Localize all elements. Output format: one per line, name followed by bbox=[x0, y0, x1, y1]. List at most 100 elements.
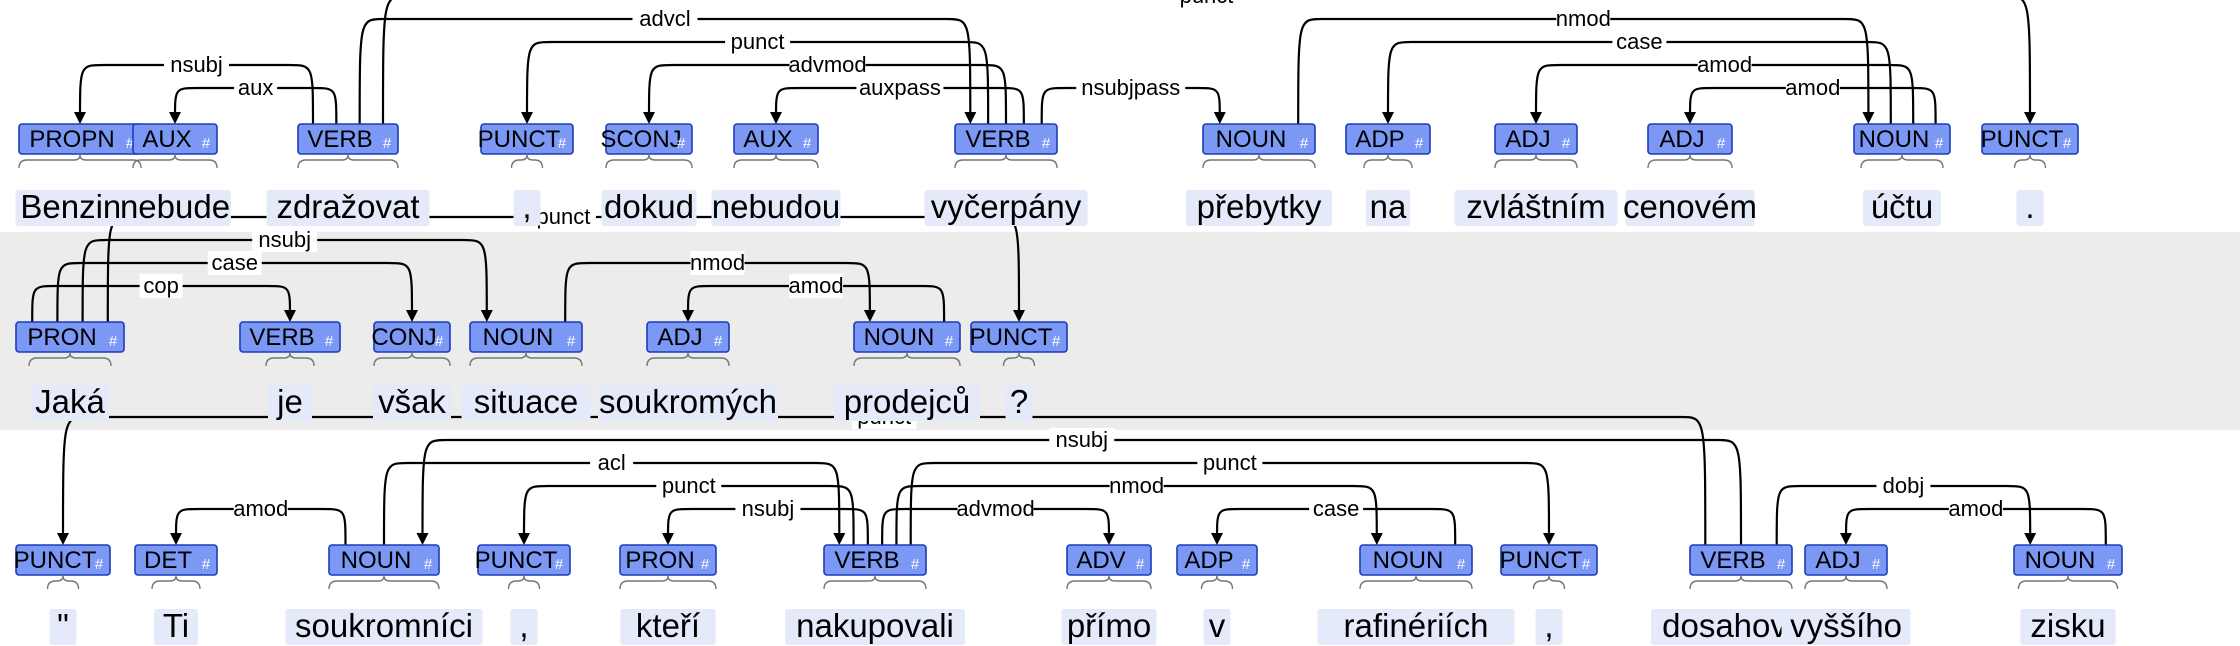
pos-tag-box[interactable] bbox=[954, 123, 1058, 155]
token-word[interactable]: rafinériích bbox=[1344, 607, 1489, 644]
arc-label-advmod: advmod bbox=[956, 496, 1034, 521]
token-word[interactable]: prodejců bbox=[844, 383, 971, 420]
arc-arrowhead bbox=[2024, 112, 2036, 124]
arc-label-advcl: advcl bbox=[639, 6, 690, 31]
arc-label-nmod: nmod bbox=[1556, 6, 1611, 31]
pos-tag-box[interactable] bbox=[1500, 544, 1598, 576]
token-0-12: PUNCT#. bbox=[1981, 123, 2079, 226]
pos-tag-box[interactable] bbox=[328, 544, 440, 576]
token-word[interactable]: však bbox=[378, 383, 446, 420]
pos-tag-label: VERB bbox=[307, 126, 372, 153]
word-highlight bbox=[461, 385, 591, 421]
token-word[interactable]: vyššího bbox=[1790, 607, 1902, 644]
pos-tag-box[interactable] bbox=[2013, 544, 2123, 576]
token-word[interactable]: je bbox=[276, 383, 303, 420]
word-highlight bbox=[119, 190, 231, 226]
arc-arrowhead bbox=[643, 112, 655, 124]
arc-label-background bbox=[632, 7, 698, 31]
arc-arrowhead bbox=[480, 310, 493, 322]
pos-tag-box[interactable] bbox=[733, 123, 819, 155]
pos-tag-box[interactable] bbox=[1853, 123, 1951, 155]
pos-tag-box[interactable] bbox=[469, 321, 583, 353]
pos-tag-box[interactable] bbox=[15, 321, 125, 353]
pos-tag-box[interactable] bbox=[132, 123, 218, 155]
pos-tag-box[interactable] bbox=[1176, 544, 1258, 576]
pos-tag-box[interactable] bbox=[1804, 544, 1888, 576]
token-word[interactable]: nebudou bbox=[712, 188, 840, 225]
token-word[interactable]: zdražovat bbox=[276, 188, 419, 225]
token-word[interactable]: v bbox=[1209, 607, 1226, 644]
pos-tag-box[interactable] bbox=[1981, 123, 2079, 155]
arc-label-case: case bbox=[211, 250, 257, 275]
arc-label-advmod: advmod bbox=[788, 52, 866, 77]
pos-tag-box[interactable] bbox=[297, 123, 399, 155]
arc-label-background bbox=[789, 274, 844, 298]
pos-tag-box[interactable] bbox=[1494, 123, 1578, 155]
token-brace bbox=[1689, 575, 1793, 590]
pos-tag-box[interactable] bbox=[477, 544, 571, 576]
token-word[interactable]: situace bbox=[474, 383, 579, 420]
token-word[interactable]: na bbox=[1370, 188, 1407, 225]
token-word[interactable]: , bbox=[519, 607, 528, 644]
token-word[interactable]: přímo bbox=[1067, 607, 1151, 644]
tag-hash-icon: # bbox=[1242, 556, 1251, 573]
word-highlight bbox=[834, 385, 980, 421]
token-0-1: AUX#nebude bbox=[119, 123, 231, 226]
pos-tag-box[interactable] bbox=[970, 321, 1068, 353]
token-word[interactable]: dokud bbox=[604, 188, 694, 225]
pos-tag-box[interactable] bbox=[646, 321, 730, 353]
token-word[interactable]: nakupovali bbox=[796, 607, 954, 644]
pos-tag-box[interactable] bbox=[823, 544, 927, 576]
pos-tag-label: PROPN bbox=[29, 126, 114, 153]
token-word[interactable]: nebude bbox=[120, 188, 230, 225]
token-word[interactable]: přebytky bbox=[1197, 188, 1322, 225]
token-word[interactable]: kteří bbox=[636, 607, 700, 644]
token-word[interactable]: soukromníci bbox=[295, 607, 473, 644]
token-word[interactable]: zvláštním bbox=[1466, 188, 1605, 225]
token-brace bbox=[733, 154, 819, 169]
arc-label-background bbox=[957, 497, 1034, 521]
token-word[interactable]: , bbox=[1544, 607, 1553, 644]
pos-tag-label: VERB bbox=[1700, 547, 1765, 574]
token-word[interactable]: soukromých bbox=[599, 383, 777, 420]
pos-tag-box[interactable] bbox=[1066, 544, 1152, 576]
token-brace bbox=[46, 575, 80, 590]
pos-tag-box[interactable] bbox=[1345, 123, 1431, 155]
pos-tag-box[interactable] bbox=[239, 321, 341, 353]
token-word[interactable]: . bbox=[2025, 188, 2034, 225]
dependency-arc bbox=[56, 261, 414, 323]
token-word[interactable]: zisku bbox=[2030, 607, 2105, 644]
arc-label-acl: acl bbox=[598, 450, 626, 475]
token-word[interactable]: cenovém bbox=[1623, 188, 1757, 225]
token-brace bbox=[265, 352, 315, 367]
word-highlight bbox=[1781, 609, 1911, 645]
arc-arrowhead bbox=[1840, 533, 1852, 545]
token-word[interactable]: vyčerpány bbox=[931, 188, 1082, 225]
arc-label-auxpass: auxpass bbox=[859, 75, 941, 100]
word-highlight bbox=[598, 385, 778, 421]
pos-tag-label: ADP bbox=[1184, 547, 1233, 574]
pos-tag-box[interactable] bbox=[1359, 544, 1473, 576]
pos-tag-box[interactable] bbox=[134, 544, 218, 576]
pos-tag-box[interactable] bbox=[1202, 123, 1316, 155]
token-brace bbox=[1359, 575, 1473, 590]
token-word[interactable]: " bbox=[57, 607, 69, 644]
pos-tag-box[interactable] bbox=[480, 123, 574, 155]
pos-tag-box[interactable] bbox=[619, 544, 717, 576]
pos-tag-box[interactable] bbox=[853, 321, 961, 353]
tag-hash-icon: # bbox=[1415, 135, 1424, 152]
pos-tag-box[interactable] bbox=[373, 321, 451, 353]
token-word[interactable]: ? bbox=[1010, 383, 1028, 420]
pos-tag-box[interactable] bbox=[15, 544, 111, 576]
pos-tag-box[interactable] bbox=[605, 123, 693, 155]
token-0-5: AUX#nebudou bbox=[711, 123, 841, 226]
token-word[interactable]: , bbox=[522, 188, 531, 225]
word-highlight bbox=[1863, 190, 1941, 226]
pos-tag-label: DET bbox=[144, 547, 192, 574]
token-word[interactable]: účtu bbox=[1871, 188, 1933, 225]
pos-tag-box[interactable] bbox=[1689, 544, 1793, 576]
token-word[interactable]: Ti bbox=[163, 607, 189, 644]
token-word[interactable]: Jaká bbox=[35, 383, 105, 420]
pos-tag-box[interactable] bbox=[1647, 123, 1733, 155]
